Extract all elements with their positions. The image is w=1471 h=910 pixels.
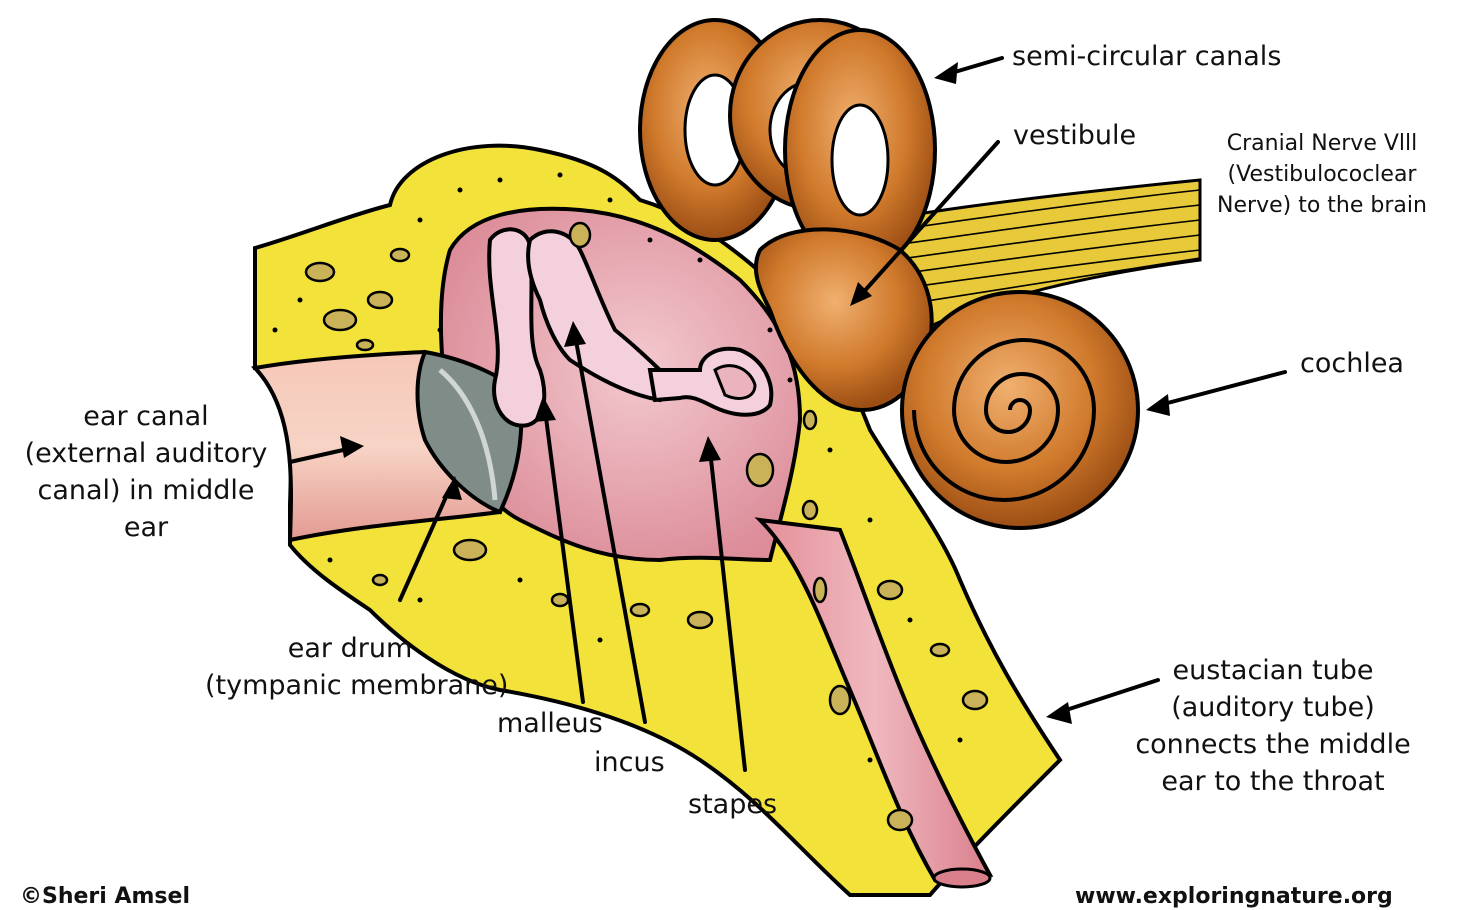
credit-website: www.exploringnature.org bbox=[1075, 884, 1393, 910]
label-incus: incus bbox=[594, 744, 665, 781]
label-cranial-nerve: Cranial Nerve Vlll (Vestibulococlear Ner… bbox=[1182, 128, 1462, 221]
label-ear-drum: ear drum (tympanic membrane) bbox=[205, 630, 495, 704]
label-ear-canal-line3: canal) in middle bbox=[6, 472, 286, 509]
label-eustachian-line4: ear to the throat bbox=[1128, 763, 1418, 800]
arrow-cochlea bbox=[1160, 372, 1285, 405]
label-eustachian-line2: (auditory tube) bbox=[1128, 689, 1418, 726]
label-cranial-nerve-line2: (Vestibulococlear bbox=[1182, 159, 1462, 190]
label-stapes: stapes bbox=[688, 786, 777, 823]
label-ear-canal-line4: ear bbox=[6, 509, 286, 546]
label-cranial-nerve-line3: Nerve) to the brain bbox=[1182, 190, 1462, 221]
label-eustachian-tube: eustacian tube (auditory tube) connects … bbox=[1128, 652, 1418, 800]
label-eustachian-line1: eustacian tube bbox=[1128, 652, 1418, 689]
credit-author: ©Sheri Amsel bbox=[20, 884, 190, 910]
tube-opening bbox=[934, 869, 990, 887]
label-ear-drum-line1: ear drum bbox=[205, 630, 495, 667]
label-ear-canal-line1: ear canal bbox=[6, 398, 286, 435]
label-eustachian-line3: connects the middle bbox=[1128, 726, 1418, 763]
cochlea-shape bbox=[902, 292, 1138, 528]
label-malleus: malleus bbox=[497, 705, 603, 742]
label-cochlea: cochlea bbox=[1300, 345, 1404, 382]
label-cranial-nerve-line1: Cranial Nerve Vlll bbox=[1182, 128, 1462, 159]
label-ear-drum-line2: (tympanic membrane) bbox=[205, 667, 495, 704]
label-ear-canal-line2: (external auditory bbox=[6, 435, 286, 472]
label-ear-canal: ear canal (external auditory canal) in m… bbox=[6, 398, 286, 546]
label-semicircular-canals: semi-circular canals bbox=[1012, 38, 1281, 75]
label-vestibule: vestibule bbox=[1013, 117, 1136, 154]
